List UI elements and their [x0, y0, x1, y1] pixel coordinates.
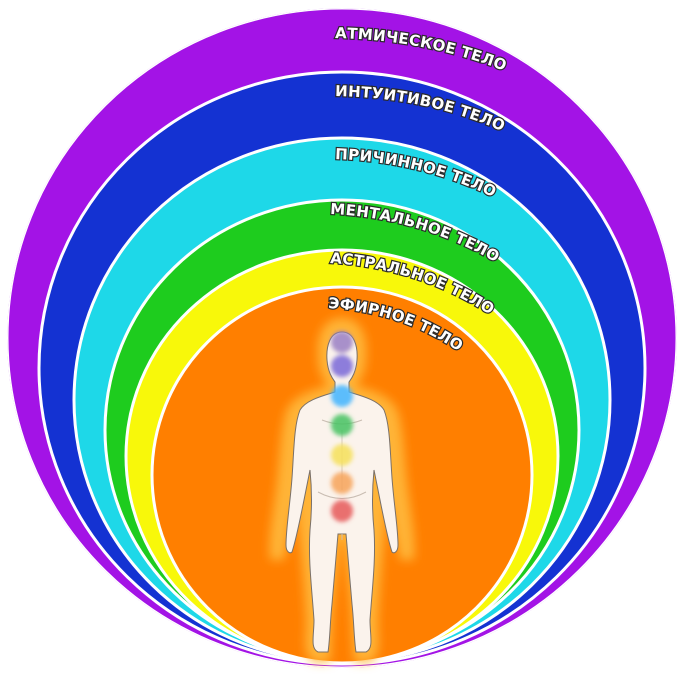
- chakra-third-eye: [331, 355, 353, 377]
- chakra-heart: [331, 414, 353, 436]
- chakra-crown: [331, 331, 353, 353]
- chakra-solar-plexus: [331, 444, 353, 466]
- chakra-root: [331, 500, 353, 522]
- chakra-throat: [331, 385, 353, 407]
- chakra-sacral: [331, 472, 353, 494]
